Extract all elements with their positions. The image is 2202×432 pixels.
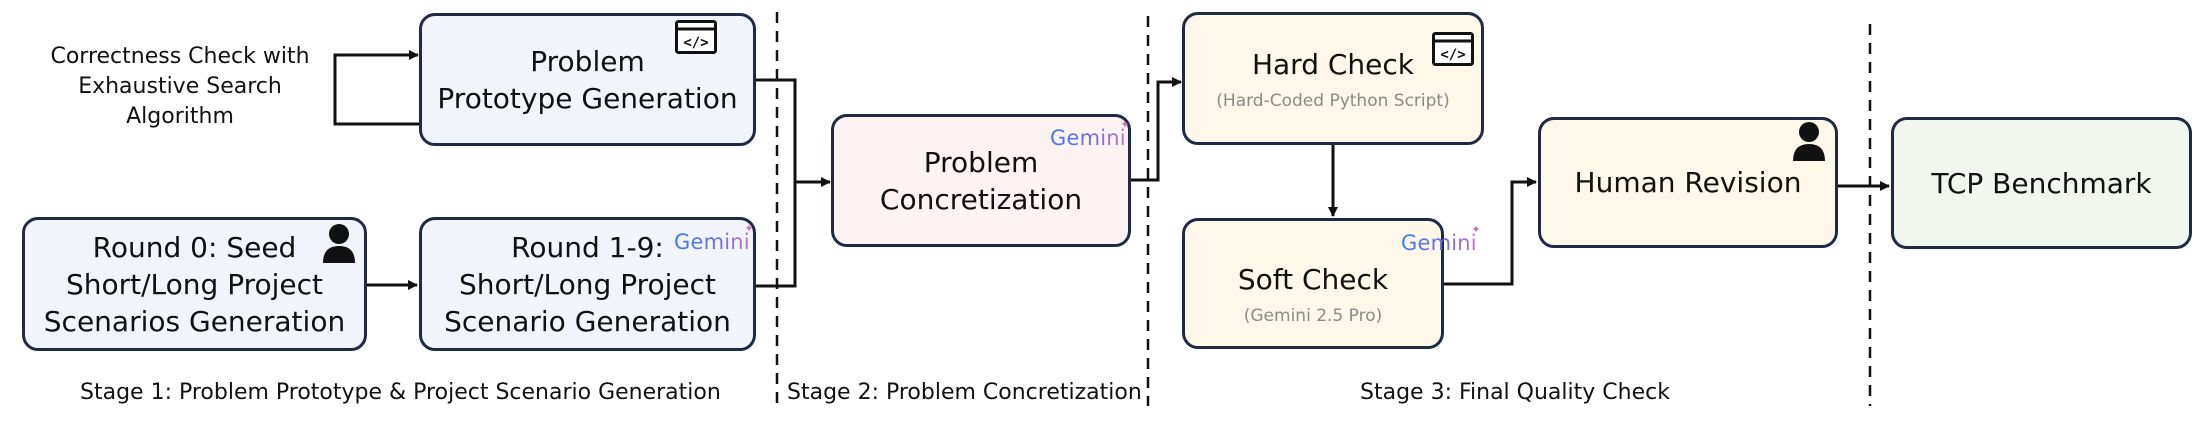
code-window-icon: </> <box>1432 32 1474 66</box>
person-icon <box>323 224 355 263</box>
seed-generation-node: Round 0: Seed Short/Long Project Scenari… <box>22 217 367 351</box>
svg-text:</>: </> <box>1440 47 1465 63</box>
loop-label: Correctness Check with Exhaustive Search… <box>50 44 310 129</box>
node-title-line2: Prototype Generation <box>437 81 738 115</box>
gemini-logo-icon: Gemini✦ <box>1401 223 1481 255</box>
human-revision-node: Human Revision <box>1538 117 1838 248</box>
loop-arrow <box>333 50 420 126</box>
stage3-label: Stage 3: Final Quality Check <box>1360 380 1670 405</box>
arrow-prototype-to-concretization <box>756 78 797 182</box>
svg-text:</>: </> <box>683 35 708 51</box>
stage1-label: Stage 1: Problem Prototype & Project Sce… <box>80 380 721 405</box>
arrow-concretization-to-hard-check <box>1131 77 1182 182</box>
stage2-label: Stage 2: Problem Concretization <box>787 380 1142 405</box>
rounds-generation-node: Round 1-9: Short/Long Project Scenario G… <box>419 217 756 351</box>
arrow-rounds-to-concretization <box>756 182 797 288</box>
tcp-benchmark-node: TCP Benchmark <box>1891 117 2192 249</box>
code-window-icon: </> <box>675 20 717 54</box>
node-title-line1: Problem <box>530 44 645 78</box>
gemini-logo-icon: Gemini✦ <box>674 222 754 254</box>
concretization-node: Problem Concretization <box>831 114 1131 247</box>
arrow-soft-check-to-human-revision <box>1443 177 1537 286</box>
person-icon <box>1793 122 1825 161</box>
soft-check-node: Soft Check (Gemini 2.5 Pro) <box>1182 218 1444 349</box>
gemini-logo-icon: Gemini✦ <box>1050 118 1130 150</box>
